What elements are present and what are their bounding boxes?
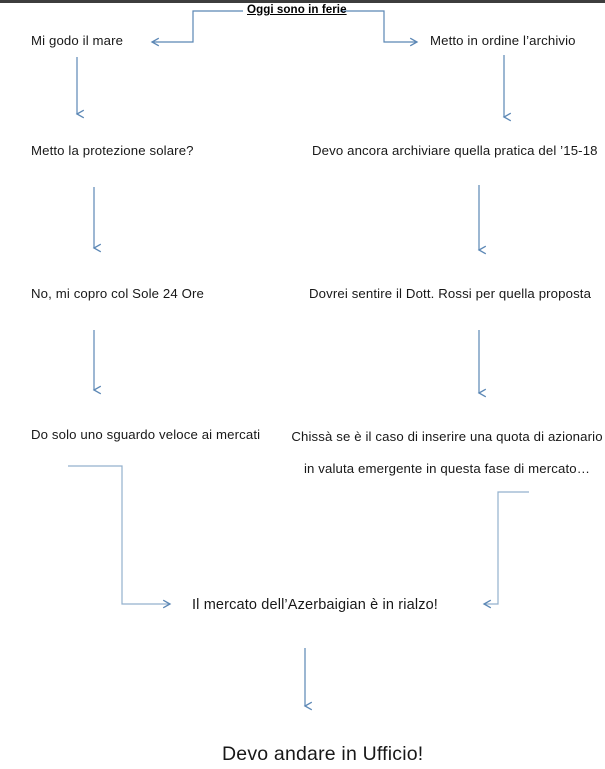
node-left-1: Mi godo il mare — [31, 33, 124, 48]
node-right-3: Dovrei sentire il Dott. Rossi per quella… — [309, 286, 592, 301]
node-left-2: Metto la protezione solare? — [31, 143, 194, 158]
node-left-3: No, mi copro col Sole 24 Ore — [31, 286, 205, 301]
top-border-bar — [0, 0, 605, 3]
connector-title-to-left — [150, 10, 243, 47]
node-right-4: Chissà se è il caso di inserire una quot… — [291, 429, 603, 477]
connector-left-to-converge — [68, 465, 172, 609]
node-right-2: Devo ancora archiviare quella pratica de… — [312, 143, 598, 158]
node-convergence: Il mercato dell’Azerbaigian è in rialzo! — [192, 597, 438, 613]
node-right-1: Metto in ordine l’archivio — [430, 33, 576, 48]
connector-right-to-converge — [482, 491, 529, 609]
connector-title-to-right — [340, 10, 419, 47]
node-final: Devo andare in Ufficio! — [222, 743, 424, 765]
node-left-4: Do solo uno sguardo veloce ai mercati — [31, 427, 261, 442]
diagram-title: Oggi sono in ferie — [247, 3, 347, 16]
